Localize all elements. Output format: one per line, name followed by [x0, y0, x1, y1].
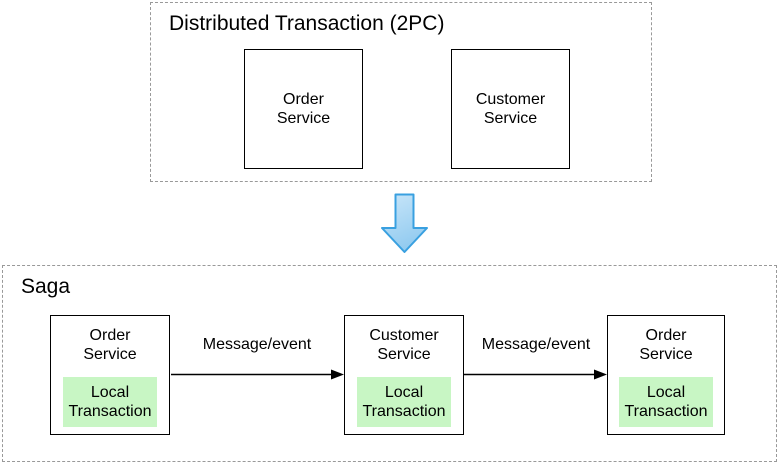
- local-transaction-box-3: Local Transaction: [619, 377, 713, 427]
- saga-order-service-box-2: Order Service Local Transaction: [607, 315, 725, 435]
- down-arrow-shape: [381, 193, 428, 253]
- saga-order-service-label-2: Order Service: [639, 327, 693, 363]
- local-transaction-label-3: Local Transaction: [624, 384, 708, 420]
- local-transaction-label-1: Local Transaction: [68, 384, 152, 420]
- local-transaction-box-2: Local Transaction: [357, 377, 451, 427]
- saga-order-service-label-1: Order Service: [83, 327, 137, 363]
- message-arrow-1: [171, 369, 344, 380]
- 2pc-order-service-label: Order Service: [276, 91, 331, 127]
- saga-customer-service-box: Customer Service Local Transaction: [344, 315, 464, 435]
- 2pc-section: Distributed Transaction (2PC) Order Serv…: [150, 2, 652, 182]
- saga-order-service-box-1: Order Service Local Transaction: [50, 315, 170, 435]
- message-event-label-1: Message/event: [202, 336, 312, 353]
- 2pc-order-service-box: Order Service: [244, 49, 363, 169]
- message-arrow-2: [464, 369, 607, 380]
- saga-section-title: Saga: [21, 275, 71, 298]
- 2pc-section-title: Distributed Transaction (2PC): [169, 12, 445, 35]
- local-transaction-box-1: Local Transaction: [63, 377, 157, 427]
- message-event-label-2: Message/event: [481, 336, 591, 353]
- 2pc-customer-service-label: Customer Service: [475, 91, 546, 127]
- message-arrow-1-head: [331, 369, 344, 380]
- 2pc-customer-service-box: Customer Service: [451, 49, 570, 169]
- message-arrow-2-head: [594, 369, 607, 380]
- saga-customer-service-label: Customer Service: [369, 327, 439, 363]
- down-arrow-icon: [381, 193, 428, 253]
- saga-section: Saga Order Service Local Transaction Mes…: [2, 265, 777, 462]
- local-transaction-label-2: Local Transaction: [362, 384, 446, 420]
